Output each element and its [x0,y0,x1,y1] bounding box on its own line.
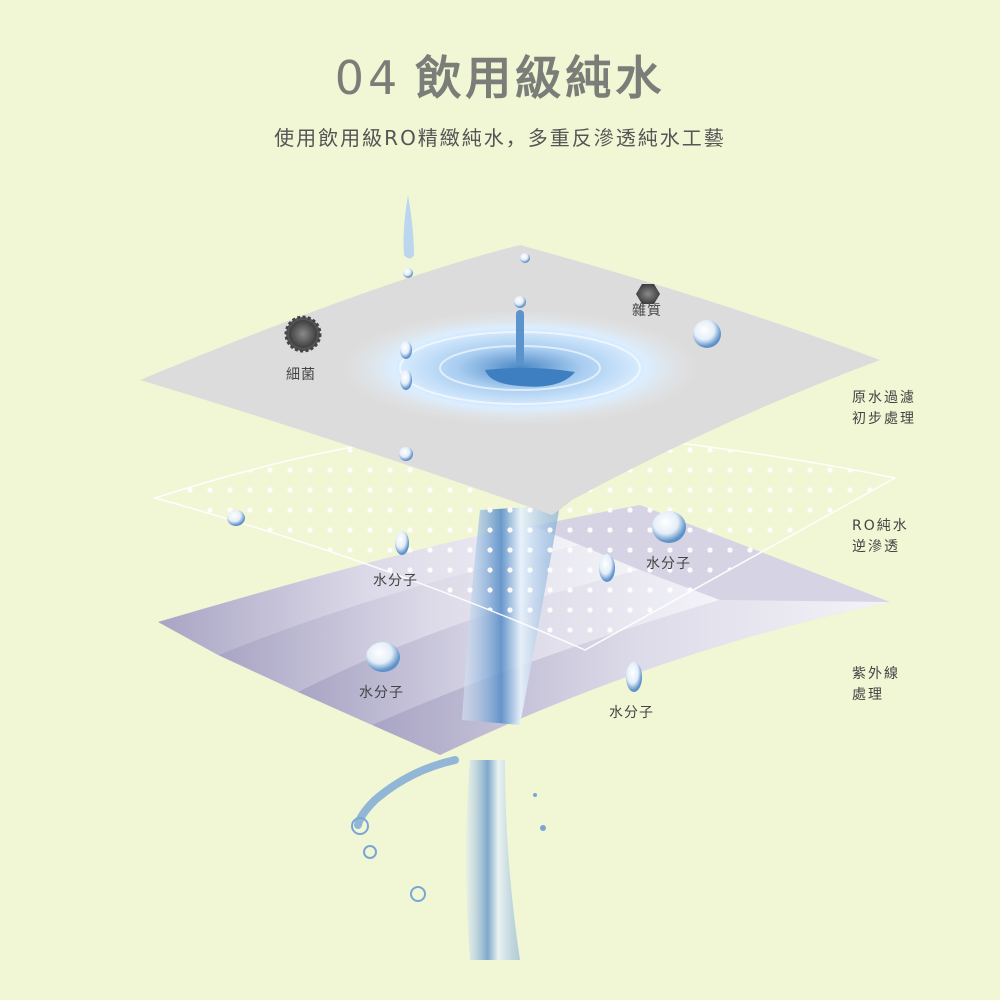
water-drop-icon [399,447,413,461]
raw-water-filter-layer [140,245,880,515]
section-number: 04 [334,51,402,105]
bacteria-label: 細菌 [286,367,316,383]
water-drop-icon [400,370,412,390]
water-molecule-label: 水分子 [609,705,654,721]
water-molecule-label: 水分子 [373,573,418,589]
water-drop-icon [403,268,413,278]
water-drop-icon [395,531,409,555]
water-drop-icon [227,510,245,526]
water-molecule-label: 水分子 [359,685,404,701]
layer-label-ro: RO純水 逆滲透 [852,518,909,555]
water-drop-icon [520,253,530,263]
water-splash [351,756,546,960]
water-drop-icon [693,320,721,348]
impurity-icon [636,284,660,304]
water-molecule-icon [652,511,686,543]
page-subtitle: 使用飲用級RO精緻純水，多重反滲透純水工藝 [274,126,726,150]
water-molecule-icon [366,642,400,672]
falling-drop [403,195,414,259]
layer-label-raw-filter: 原水過濾 初步處理 [852,390,916,427]
water-drop-icon [400,341,412,359]
water-molecule-icon [599,554,615,582]
water-molecule-label: 水分子 [646,556,691,572]
layer-label-uv: 紫外線 處理 [852,666,900,703]
water-molecule-icon [626,662,642,692]
impurity-label: 雜質 [632,303,662,319]
bacteria-icon [284,315,322,353]
title-text: 飲用級純水 [415,51,666,105]
